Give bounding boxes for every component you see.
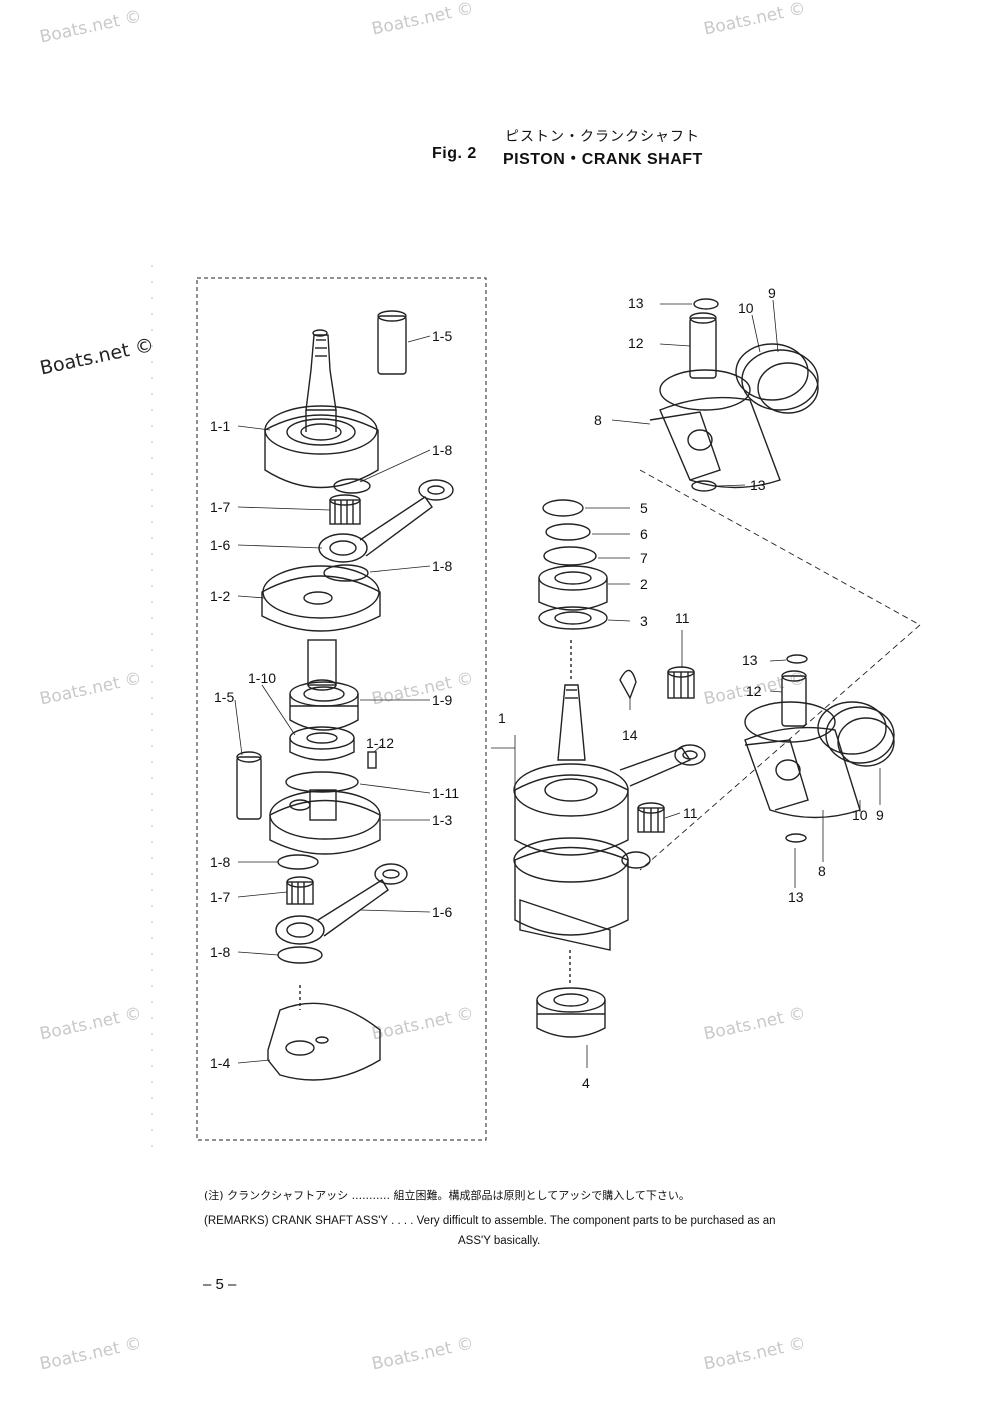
note-remarks-line1: (REMARKS) CRANK SHAFT ASS'Y . . . . Very… [204, 1215, 776, 1227]
figure-number: Fig. 2 [432, 145, 477, 162]
part-13-clip [786, 654, 808, 664]
part-1-8-washer [333, 478, 371, 494]
label-11-lower: 11 [683, 805, 698, 821]
label-14: 14 [622, 727, 638, 743]
label-1-11: 1-11 [432, 785, 459, 801]
label-13-lower-bottom: 13 [788, 889, 804, 905]
label-1-8-upper: 1-8 [432, 442, 452, 458]
part-13-clip [691, 480, 717, 492]
label-5: 5 [640, 500, 648, 516]
part-12-piston-pin [689, 312, 717, 379]
connecting-rod-assembled [619, 744, 706, 787]
label-1-6-lower: 1-6 [432, 904, 452, 920]
label-9-lower: 9 [876, 807, 884, 823]
part-2-bearing [538, 565, 608, 611]
part-4-ball-bearing [536, 987, 606, 1038]
label-1-1: 1-1 [210, 418, 230, 434]
part-5-circlip [542, 499, 584, 517]
part-1-1-crank-web [264, 329, 379, 489]
figure-title: PISTON・CRANK SHAFT [503, 151, 703, 168]
label-9-upper: 9 [768, 285, 776, 301]
part-13-clip [785, 833, 807, 843]
part-11-needle-bearing [667, 666, 695, 699]
crankshaft-assy-box [196, 277, 487, 1141]
part-1-7-needle-bearing [286, 876, 314, 905]
part-1-10-seal [289, 726, 355, 761]
part-1-6-connecting-rod [318, 479, 454, 563]
label-1-5-upper: 1-5 [432, 328, 452, 344]
label-1-2: 1-2 [210, 588, 230, 604]
label-1-3: 1-3 [432, 812, 452, 828]
label-7: 7 [640, 550, 648, 566]
part-6-washer [545, 523, 591, 541]
page-number: – 5 – [203, 1276, 237, 1293]
part-1-5-pin [236, 751, 262, 820]
title-japanese: ピストン・クランクシャフト [505, 129, 700, 145]
note-remarks-line2: ASS'Y basically. [458, 1235, 541, 1247]
part-1-12-pin [367, 751, 377, 769]
part-1-8-washer [277, 946, 323, 964]
part-13-clip [693, 298, 719, 310]
label-2: 2 [640, 576, 648, 592]
part-9-10-piston-rings [735, 343, 819, 414]
label-1-7-upper: 1-7 [210, 499, 230, 515]
label-13-lower-top: 13 [742, 652, 758, 668]
label-1-6-upper: 1-6 [210, 537, 230, 553]
label-1-12: 1-12 [366, 735, 394, 751]
label-1-9: 1-9 [432, 692, 452, 708]
part-1-6-connecting-rod [275, 863, 408, 945]
label-4: 4 [582, 1075, 590, 1091]
label-1-8-lower: 1-8 [210, 854, 230, 870]
label-1-5-lower: 1-5 [214, 689, 234, 705]
part-1-9-ball-bearing [289, 681, 359, 731]
label-12-upper: 12 [628, 335, 644, 351]
part-11-needle-bearing [637, 802, 665, 833]
label-1-4: 1-4 [210, 1055, 230, 1071]
label-8-lower: 8 [818, 863, 826, 879]
part-7-washer [543, 546, 597, 566]
part-1-4-crank-web [267, 985, 381, 1081]
label-10-lower: 10 [852, 807, 868, 823]
label-3: 3 [640, 613, 648, 629]
part-12-piston-pin [781, 670, 807, 727]
part-3-seal [538, 606, 608, 630]
label-1-8-mid: 1-8 [432, 558, 452, 574]
label-12-lower: 12 [746, 683, 762, 699]
note-japanese: (注) クランクシャフトアッシ ........... 組立困難。構成部品は原則… [204, 1189, 690, 1202]
part-1-3-crank-web [269, 789, 381, 855]
label-8-upper: 8 [594, 412, 602, 428]
label-13-top: 13 [628, 295, 644, 311]
part-8-piston [649, 369, 781, 489]
label-6: 6 [640, 526, 648, 542]
part-1-2-crank-web [261, 565, 381, 691]
label-11-upper: 11 [675, 610, 690, 626]
part-14-key [619, 669, 637, 700]
part-number-labels: 1-1 1-5 1-8 1-7 1-6 1-8 1-2 1-10 1-5 1-9… [210, 285, 884, 1091]
part-1-8-washer [277, 854, 319, 870]
label-1-8-bottom: 1-8 [210, 944, 230, 960]
part-9-10-piston-rings [817, 701, 895, 767]
label-1-10: 1-10 [248, 670, 276, 686]
part-1-8-washer [323, 564, 369, 582]
part-1-11-ring [285, 771, 359, 793]
part-1-7-needle-bearing [329, 494, 361, 525]
label-13-upper-bottom: 13 [750, 477, 766, 493]
part-1-crankshaft-assy [513, 684, 629, 985]
label-1-7-lower: 1-7 [210, 889, 230, 905]
label-1: 1 [498, 710, 506, 726]
label-10-upper: 10 [738, 300, 754, 316]
part-1-5-pin [377, 310, 407, 375]
